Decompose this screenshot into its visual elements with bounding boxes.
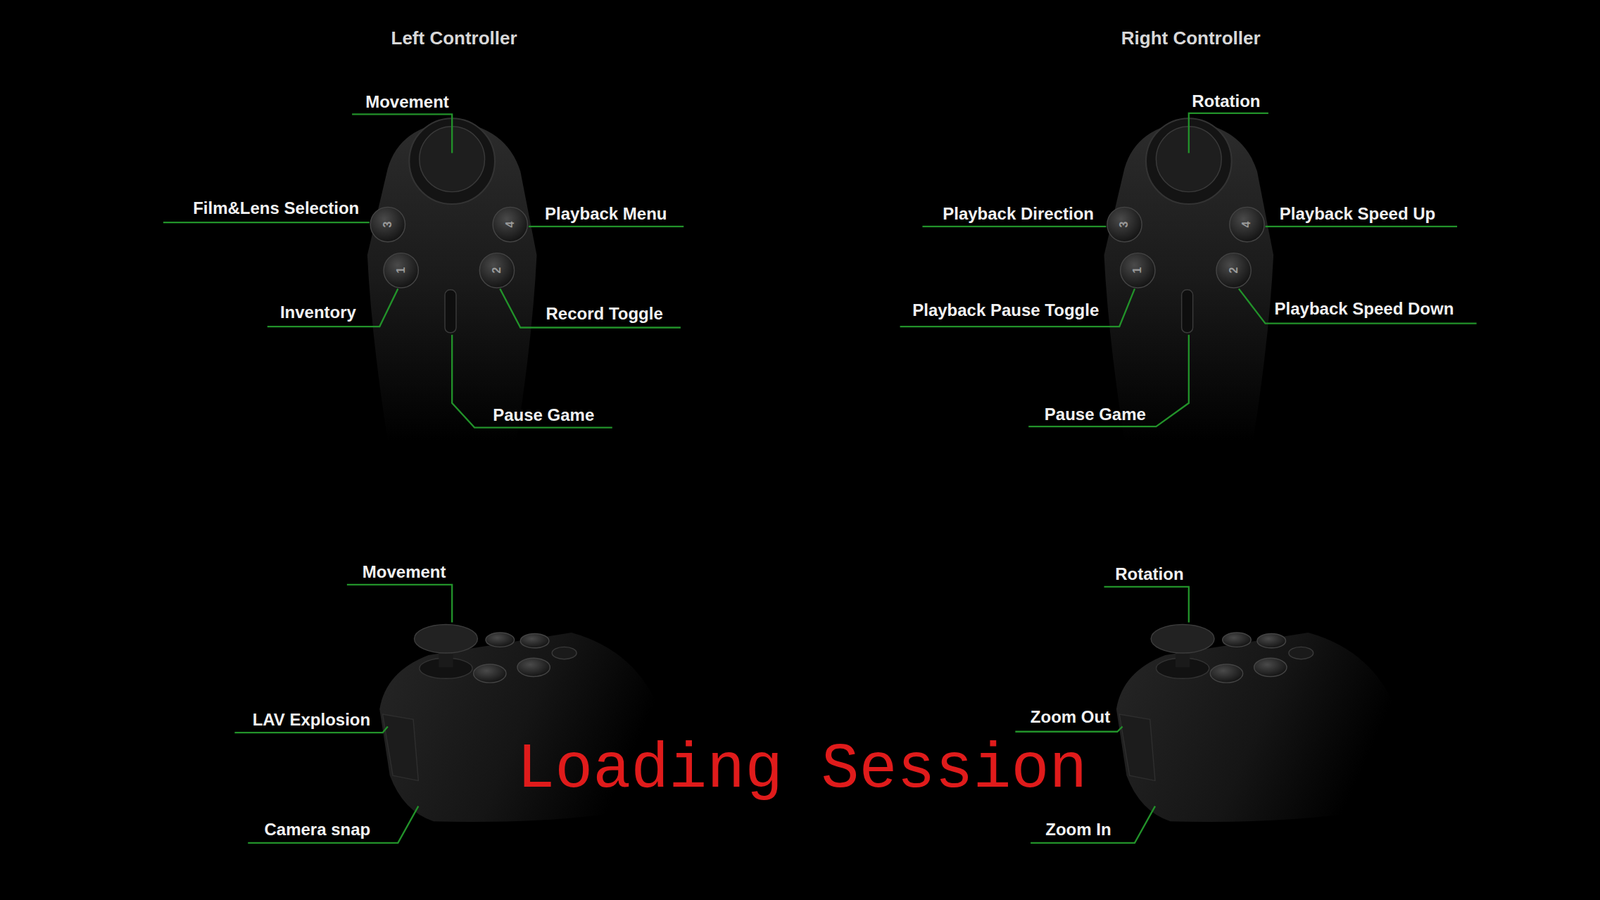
button-number: 1 bbox=[1131, 267, 1145, 274]
leader-line bbox=[528, 225, 684, 228]
button-number: 1 bbox=[394, 267, 408, 274]
callout-label: Camera snap bbox=[263, 820, 371, 839]
callout-label: Rotation bbox=[1115, 565, 1184, 584]
callout-label: Record Toggle bbox=[546, 304, 664, 324]
button-number: 3 bbox=[1118, 221, 1132, 228]
leader-line bbox=[351, 114, 452, 153]
callout-label: Zoom Out bbox=[1030, 708, 1111, 727]
callout-label: Playback Direction bbox=[942, 204, 1094, 224]
leader-line bbox=[922, 225, 1106, 228]
leader-line bbox=[1028, 335, 1189, 428]
controller-heading: Left Controller bbox=[391, 27, 518, 48]
controller-heading: Right Controller bbox=[1121, 27, 1261, 48]
leader-line bbox=[1238, 288, 1477, 324]
loading-status: Loading Session bbox=[516, 735, 1087, 806]
button-number: 2 bbox=[1227, 267, 1241, 274]
callout-label: Movement bbox=[365, 92, 450, 112]
callout-label: Playback Speed Up bbox=[1279, 204, 1436, 224]
right-controller-side bbox=[1116, 624, 1398, 822]
callout-label: Pause Game bbox=[1044, 404, 1146, 424]
callout-label: Film&Lens Selection bbox=[192, 199, 359, 218]
callout-label: Rotation bbox=[1191, 91, 1261, 110]
callout-label: Zoom In bbox=[1045, 820, 1111, 839]
leader-line bbox=[1030, 806, 1156, 844]
leader-line bbox=[1188, 113, 1269, 154]
button-number: 4 bbox=[1241, 221, 1254, 228]
callout-label: Playback Pause Toggle bbox=[912, 300, 1099, 319]
leader-lines bbox=[163, 113, 1477, 844]
leader-line bbox=[347, 584, 452, 623]
callout-label: Playback Menu bbox=[544, 204, 667, 224]
button-number: 4 bbox=[504, 221, 517, 228]
leader-line bbox=[900, 288, 1135, 327]
leader-line bbox=[1015, 726, 1123, 732]
leader-line bbox=[499, 288, 681, 328]
callout-label: Movement bbox=[362, 563, 447, 582]
leader-line bbox=[247, 806, 419, 844]
callout-label: Inventory bbox=[280, 302, 357, 321]
button-number: 3 bbox=[381, 221, 395, 228]
callout-label: LAV Explosion bbox=[252, 710, 371, 730]
callout-label: Playback Speed Down bbox=[1274, 299, 1455, 319]
leader-line bbox=[267, 288, 399, 327]
button-number: 2 bbox=[490, 267, 504, 274]
leader-line bbox=[163, 221, 370, 224]
callout-label: Pause Game bbox=[492, 406, 595, 425]
leader-line bbox=[1265, 225, 1458, 228]
leader-line bbox=[451, 335, 613, 428]
leader-line bbox=[1103, 587, 1189, 623]
